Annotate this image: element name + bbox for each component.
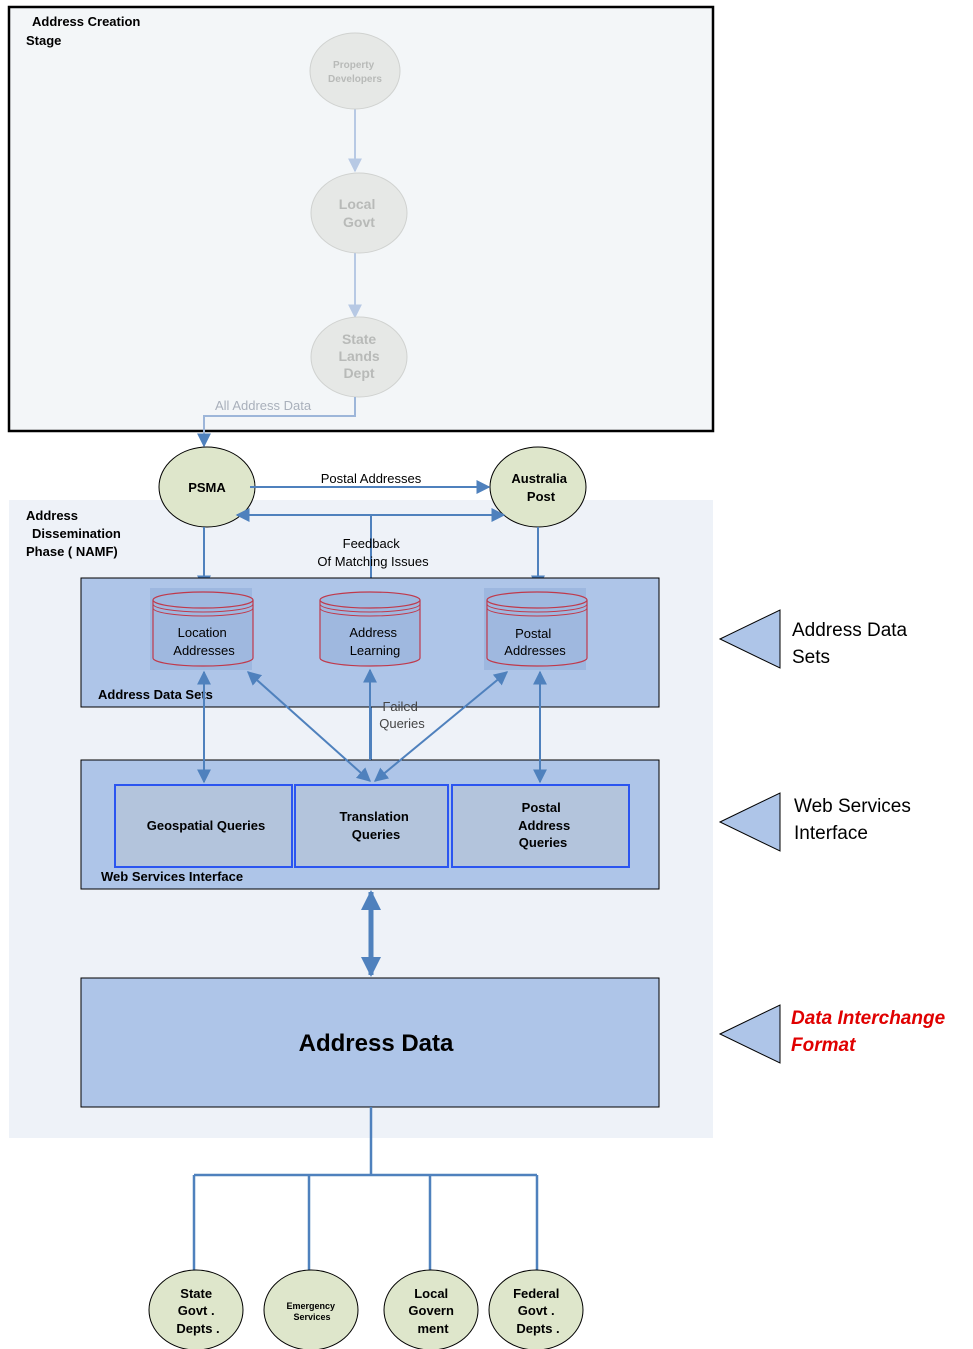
svg-text:Data Interchange Format: Data Interchange Format: [791, 1008, 950, 1056]
svg-text:Translation Queries: Translation Queries: [340, 809, 413, 842]
cylinder-location-addresses: Location Addresses: [150, 588, 254, 670]
node-psma: PSMA: [158, 446, 256, 528]
cylinder-address-learning: Address Learning: [319, 591, 421, 667]
node-property-developers: Property Developers: [309, 32, 401, 110]
consumer-state-govt: State Govt . Depts .: [148, 1269, 244, 1349]
svg-text:Local Govt: Local Govt: [339, 196, 379, 230]
distribution-lines: [192, 1107, 539, 1272]
arrow-location-translation: [246, 671, 372, 782]
address-data-panel: Address Data: [80, 977, 660, 1108]
svg-text:Australia Post: Australia Post: [511, 471, 570, 504]
postal-addresses-label: Postal Addresses: [321, 471, 422, 486]
svg-text:Geospatial Queries: Geospatial Queries: [147, 818, 266, 833]
web-services-label: Web Services Interface: [101, 869, 243, 884]
svg-text:Local Govern ment: Local Govern ment: [408, 1286, 457, 1336]
svg-text:Address Data Sets: Address Data Sets: [792, 620, 912, 668]
legend-web-services-interface: Web Services Interface: [718, 792, 916, 852]
triangle-pointer-icon: [718, 1004, 781, 1064]
address-data-sets-label: Address Data Sets: [98, 687, 213, 702]
arrow-state-to-psma: [197, 397, 356, 448]
svg-text:Postal Address Que: Postal Address Queries: [518, 800, 574, 850]
svg-text:PSMA: PSMA: [188, 480, 226, 495]
node-australia-post: Australia Post: [489, 446, 587, 528]
all-address-data-label: All Address Data: [215, 398, 312, 413]
creation-stage: Address Creation Stage Property Develope…: [7, 5, 715, 433]
svg-text:Address Learning: Address Learning: [349, 625, 400, 658]
legend-data-interchange-format: Data Interchange Format: [718, 1004, 950, 1064]
postal-address-queries-box: Postal Address Queries: [451, 784, 630, 868]
svg-text:State Govt . Depts: State Govt . Depts .: [176, 1286, 219, 1336]
consumer-local-government: Local Govern ment: [383, 1269, 479, 1349]
svg-text:Emergency Services: Emergency Services: [286, 1301, 337, 1322]
svg-text:Location Addresses: Location Addresses: [173, 625, 235, 658]
cylinder-postal-addresses: Postal Addresses: [484, 588, 588, 670]
translation-queries-box: Translation Queries: [294, 784, 449, 868]
svg-text:Web Services Interface: Web Services Interface: [794, 796, 916, 844]
svg-text:Federal Govt . Dep: Federal Govt . Depts .: [513, 1286, 563, 1336]
consumer-federal-govt: Federal Govt . Depts .: [488, 1269, 584, 1349]
consumer-emergency-services: Emergency Services: [263, 1269, 359, 1349]
arrow-postal-translation: [373, 671, 509, 782]
node-local-govt-faded: Local Govt: [310, 172, 408, 254]
geospatial-queries-box: Geospatial Queries: [114, 784, 293, 868]
node-state-lands-dept: State Lands Dept: [310, 316, 408, 398]
triangle-pointer-icon: [718, 609, 781, 669]
address-data-title: Address Data: [299, 1030, 454, 1057]
feedback-label: Feedback Of Matching Issues: [317, 536, 429, 569]
svg-text:Property Developers: Property Developers: [328, 60, 382, 85]
creation-stage-title: Address Creation Stage: [26, 14, 144, 48]
triangle-pointer-icon: [718, 792, 781, 852]
svg-text:State Lands De: State Lands Dept: [338, 331, 383, 381]
svg-text:Postal Addresses: Postal Addresses: [504, 626, 566, 658]
failed-queries-label: Failed Queries: [379, 699, 425, 731]
legend-address-data-sets: Address Data Sets: [718, 609, 912, 669]
dissemination-phase-title: Address Dissemination Phase ( NAMF): [26, 508, 124, 559]
